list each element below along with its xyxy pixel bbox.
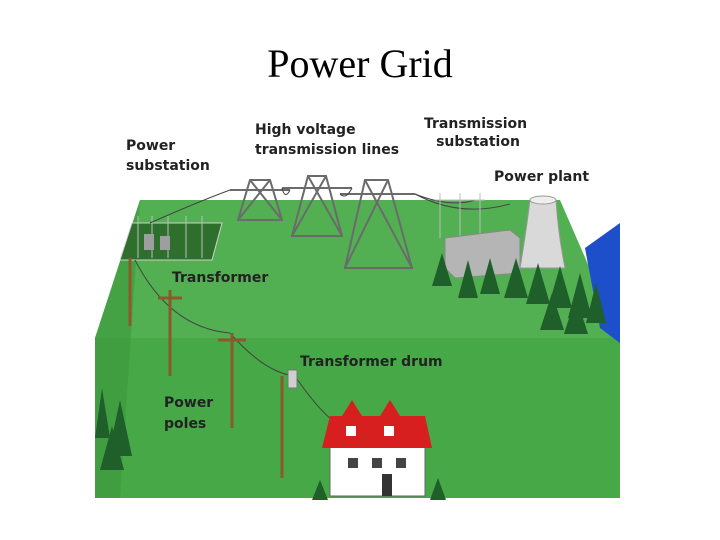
label-power-poles: Power poles bbox=[164, 395, 218, 432]
label-power-substation: Power substation bbox=[126, 138, 210, 174]
transmission-towers bbox=[230, 175, 415, 269]
label-transformer: Transformer bbox=[172, 270, 268, 286]
label-transmission-substation: Transmission substation bbox=[424, 116, 532, 150]
power-grid-diagram: Power substation High voltage transmissi… bbox=[95, 116, 620, 500]
river bbox=[585, 223, 620, 343]
power-substation-area bbox=[119, 216, 223, 261]
trees-right bbox=[432, 253, 606, 334]
label-high-voltage-lines: High voltage transmission lines bbox=[255, 122, 399, 158]
tower-2 bbox=[282, 175, 352, 237]
trees-left bbox=[95, 388, 132, 470]
label-transformer-drum: Transformer drum bbox=[300, 354, 443, 370]
power-poles bbox=[128, 258, 284, 478]
slide-title: Power Grid bbox=[267, 41, 453, 86]
label-power-plant: Power plant bbox=[494, 169, 589, 185]
power-plant bbox=[444, 195, 566, 279]
transformer-drum bbox=[287, 369, 298, 389]
transmission-substation bbox=[435, 193, 485, 238]
tower-3 bbox=[340, 179, 415, 269]
house bbox=[312, 400, 446, 500]
tower-1 bbox=[230, 179, 290, 221]
